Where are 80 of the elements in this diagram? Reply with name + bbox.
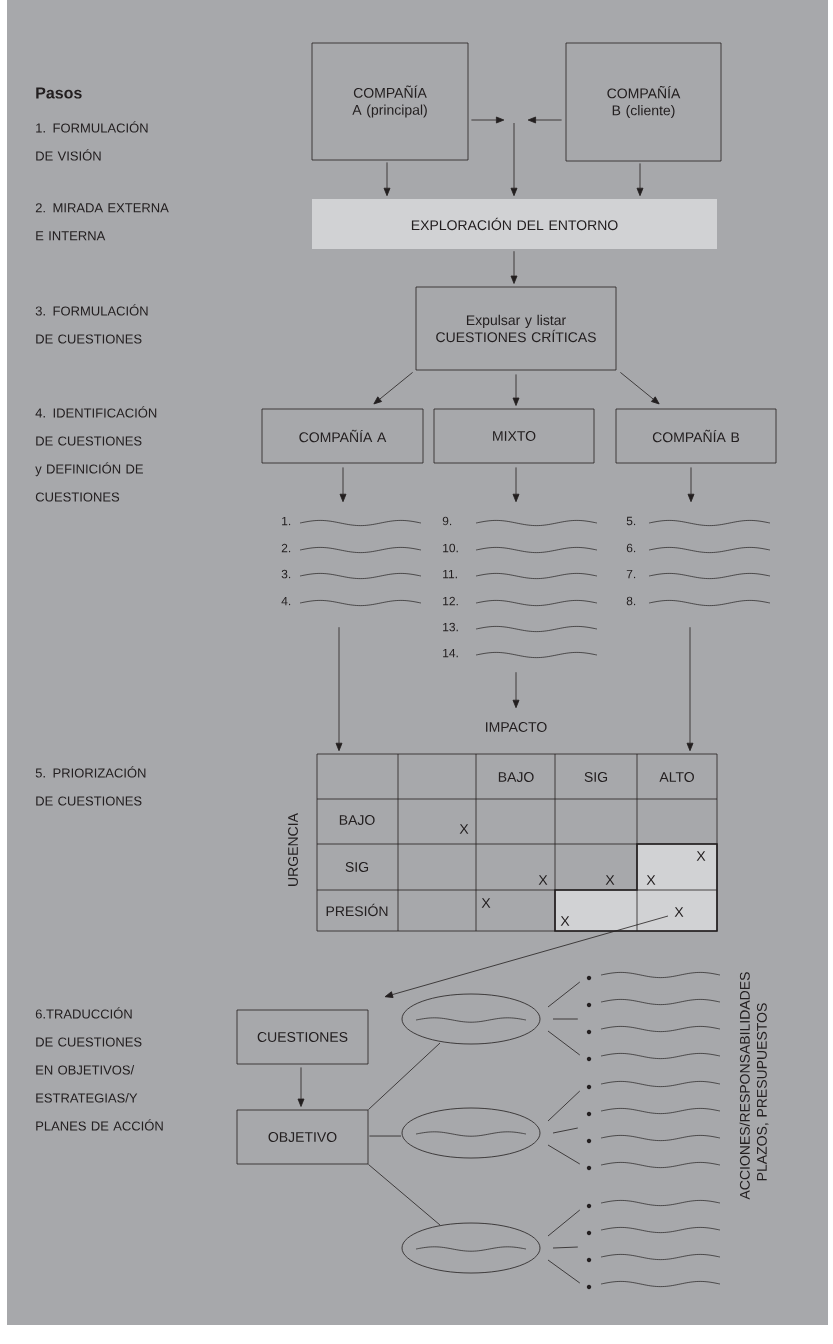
arrow (373, 372, 413, 405)
item-number: 4. (281, 596, 291, 606)
x-mark: X (696, 851, 706, 861)
arrow (620, 372, 660, 405)
x-mark: X (481, 898, 491, 908)
process-box: COMPAÑÍA A (principal) (311, 42, 469, 161)
process-band: EXPLORACIÓN DEL ENTORNO (312, 199, 717, 249)
row-heading: SIG (345, 862, 368, 872)
x-mark: X (646, 875, 656, 885)
arrow (686, 626, 694, 752)
heading: Pasos (36, 87, 82, 99)
arrow (687, 467, 695, 503)
process-box: MIXTO (433, 408, 595, 464)
item-number: 6. (626, 543, 636, 553)
item-number: 7. (626, 569, 636, 579)
process-box: COMPAÑÍA B (cliente) (565, 42, 722, 162)
connector-line (547, 1209, 581, 1237)
process-box: COMPAÑÍA B (615, 408, 777, 464)
column-heading: ALTO (659, 772, 694, 782)
axis-title: URGENCIA (288, 813, 298, 886)
connector-line (547, 1144, 581, 1165)
oval (401, 1107, 541, 1159)
process-box: CUESTIONES (236, 1009, 369, 1065)
x-mark: X (605, 875, 615, 885)
oval (401, 1222, 541, 1274)
process-box: Expulsar y listar CUESTIONES CRÍTICAS (415, 286, 617, 371)
axis-title: IMPACTO (486, 722, 547, 732)
connector-line (368, 1164, 441, 1226)
item-number: 10. (443, 543, 458, 553)
connector-line (547, 1090, 581, 1122)
x-mark: X (538, 875, 548, 885)
connector-line (552, 1127, 579, 1134)
item-number: 14. (443, 648, 458, 658)
arrow (383, 162, 391, 197)
step-label: 4. IDENTIFICACIÓN DE CUESTIONES y DEFINICIÓN DE CUESTIONES (35, 406, 157, 502)
arrow (510, 250, 518, 284)
arrow (335, 626, 343, 752)
priority-matrix (316, 753, 718, 932)
connector-line (552, 1018, 579, 1020)
item-number: 8. (626, 596, 636, 606)
step-label: 3. FORMULACIÓN DE CUESTIONES (35, 304, 148, 344)
connector-line (547, 1030, 581, 1056)
x-mark: X (459, 824, 469, 834)
item-number: 5. (626, 516, 636, 526)
arrow (512, 467, 520, 503)
item-number: 9. (442, 516, 452, 526)
item-number: 11. (443, 569, 457, 579)
arrow (471, 116, 505, 124)
row-heading: BAJO (339, 815, 375, 825)
arrow (384, 915, 669, 998)
process-box: COMPAÑÍA A (261, 408, 424, 464)
arrow (297, 1067, 305, 1107)
item-number: 13. (443, 622, 458, 632)
process-box: OBJETIVO (236, 1109, 369, 1165)
arrow (512, 671, 520, 709)
oval (401, 993, 541, 1045)
step-label: 1. FORMULACIÓN DE VISIÓN (36, 121, 148, 161)
item-number: 12. (443, 596, 458, 606)
step-label: 2. MIRADA EXTERNA E INTERNA (35, 203, 169, 241)
arrow (512, 374, 520, 406)
item-number: 1. (282, 516, 291, 526)
step-label: 6.TRADUCCIÓN DE CUESTIONES EN OBJETIVOS/ ESTRATEGIAS/Y PLANES DE ACCIÓN (35, 1007, 163, 1131)
column-heading: BAJO (498, 772, 534, 782)
arrow (527, 116, 562, 124)
connector-line (547, 981, 581, 1008)
step-label: 5. PRIORIZACIÓN DE CUESTIONES (35, 766, 146, 806)
arrow (636, 163, 644, 197)
arrow (510, 122, 518, 197)
vertical-caption: ACCIONES/RESPONSABILIDADES PLAZOS, PRESUPUESTOS (739, 972, 769, 1200)
connector-line (369, 1135, 402, 1137)
row-heading: PRESIÓN (326, 903, 388, 917)
item-number: 3. (281, 569, 291, 579)
x-mark: X (674, 907, 684, 917)
connector-line (547, 1259, 581, 1284)
arrow (339, 467, 347, 503)
connector-line (368, 1042, 441, 1110)
item-number: 2. (281, 543, 291, 553)
connector-line (552, 1246, 579, 1249)
x-mark: X (560, 916, 570, 926)
column-heading: SIG (584, 772, 608, 782)
